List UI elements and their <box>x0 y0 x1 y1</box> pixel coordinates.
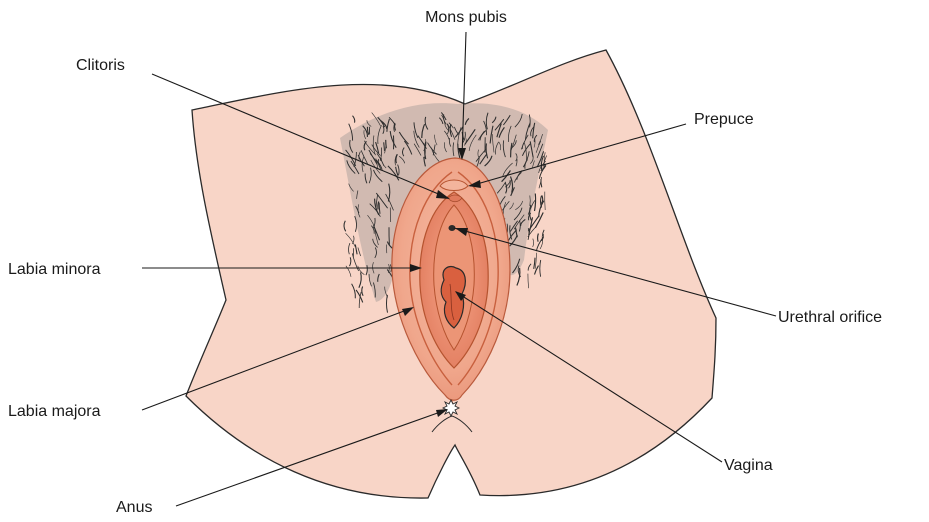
label-urethral-orifice: Urethral orifice <box>778 309 882 326</box>
label-labia-majora: Labia majora <box>8 403 101 420</box>
label-anus: Anus <box>116 499 152 516</box>
label-vagina: Vagina <box>724 457 773 474</box>
label-labia-minora: Labia minora <box>8 261 101 278</box>
label-clitoris: Clitoris <box>76 57 125 74</box>
label-prepuce: Prepuce <box>694 111 754 128</box>
label-mons-pubis: Mons pubis <box>425 9 507 26</box>
